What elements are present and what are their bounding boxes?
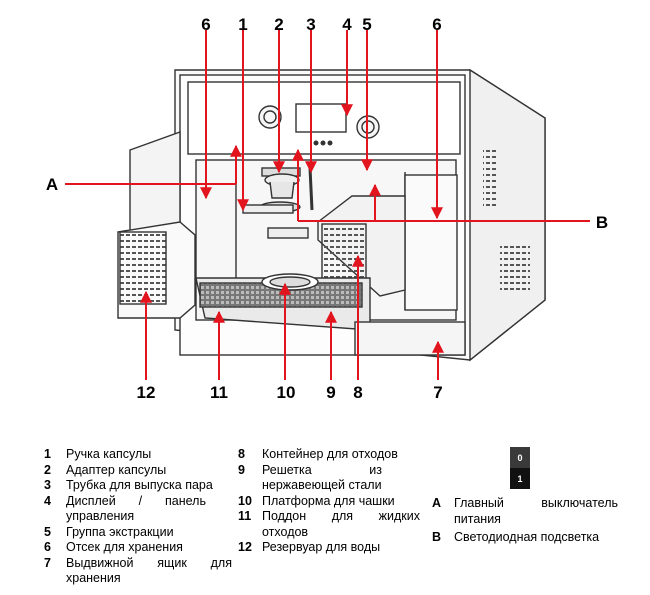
legend-item: B Светодиодная подсветка (432, 530, 618, 546)
legend-item: A Главный выключатель питания (432, 496, 618, 527)
callout-11: 11 (210, 383, 228, 402)
legend-label: Поддон для жидких отходов (262, 509, 420, 539)
legend-label: Резервуар для воды (262, 540, 381, 554)
legend-number: A (432, 496, 442, 510)
callout-B: B (596, 213, 608, 232)
callout-6-right: 6 (432, 15, 441, 34)
legend-column-2: 8 Контейнер для отходов 9 Решетка из нержа… (238, 447, 420, 556)
legend-item: 7 Выдвижной ящик для хранения (44, 556, 232, 587)
legend-column-1: 1 Ручка капсулы 2 Адаптер капсулы 3 Трубка … (44, 447, 232, 587)
switch-off-label: 0 (510, 447, 530, 468)
callout-9: 9 (326, 383, 335, 402)
legend-item: 6 Отсек для хранения (44, 540, 232, 556)
legend-number: 8 (238, 447, 245, 461)
legend-number: 5 (44, 524, 51, 539)
callout-12: 12 (137, 383, 156, 402)
callout-4: 4 (342, 15, 352, 34)
legend-label: Контейнер для отходов (262, 447, 398, 461)
callout-3: 3 (306, 15, 315, 34)
legend-item: 3 Трубка для выпуска пара (44, 478, 232, 494)
legend-item: 8 Контейнер для отходов (238, 447, 420, 463)
legend-number: 2 (44, 462, 51, 477)
legend-item: 11 Поддон для жидких отходов (238, 509, 420, 540)
legend-label: Трубка для выпуска пара (66, 478, 213, 492)
legend-number: 7 (44, 555, 51, 570)
legend-label: Выдвижной ящик для хранения (66, 555, 232, 586)
legend-label: Отсек для хранения (66, 540, 183, 554)
legend-label: Главный выключатель питания (454, 496, 618, 526)
legend-label: Решетка из нержавеющей стали (262, 462, 382, 493)
legend-label: Ручка капсулы (66, 447, 152, 461)
callout-7: 7 (433, 383, 442, 402)
legend-number: 6 (44, 540, 51, 554)
legend-item: 5 Группа экстракции (44, 525, 232, 541)
legend-item: 4 Дисплей / панель управления (44, 494, 232, 525)
callout-labels: 6 1 2 3 4 5 6 A B 12 11 10 9 8 7 (46, 15, 608, 402)
switch-on-label: 1 (510, 468, 530, 489)
legend-label: Группа экстракции (66, 524, 174, 539)
legend-item: 10 Платформа для чашки (238, 494, 420, 510)
legend-number: 10 (238, 493, 252, 508)
legend-label: Светодиодная подсветка (454, 530, 600, 544)
legend-label: Адаптер капсулы (66, 462, 167, 477)
callout-lines (65, 30, 590, 380)
callout-8: 8 (353, 383, 362, 402)
callout-2: 2 (274, 15, 283, 34)
coffee-machine-diagram: 6 1 2 3 4 5 6 A B 12 11 10 9 8 7 (46, 15, 608, 402)
legend-item: 2 Адаптер капсулы (44, 463, 232, 479)
power-switch-icon: 0 1 (510, 447, 530, 489)
legend-column-3: A Главный выключатель питания B Светодиодн… (432, 496, 618, 546)
legend-item: 9 Решетка из нержавеющей стали (238, 463, 420, 494)
legend-number: 9 (238, 462, 245, 477)
legend-number: 1 (44, 447, 51, 461)
callout-1: 1 (238, 15, 247, 34)
legend-item: 1 Ручка капсулы (44, 447, 232, 463)
legend-number: 11 (238, 509, 252, 523)
legend-label: Платформа для чашки (262, 493, 395, 508)
legend-number: 3 (44, 478, 51, 492)
legend-number: 12 (238, 540, 252, 554)
legend-label: Дисплей / панель управления (66, 493, 206, 524)
callout-10: 10 (277, 383, 296, 402)
legend-number: 4 (44, 493, 51, 508)
legend-item: 12 Резервуар для воды (238, 540, 420, 556)
callout-A: A (46, 175, 58, 194)
callout-6-left: 6 (201, 15, 210, 34)
legend-number: B (432, 530, 442, 544)
callout-5: 5 (362, 15, 371, 34)
